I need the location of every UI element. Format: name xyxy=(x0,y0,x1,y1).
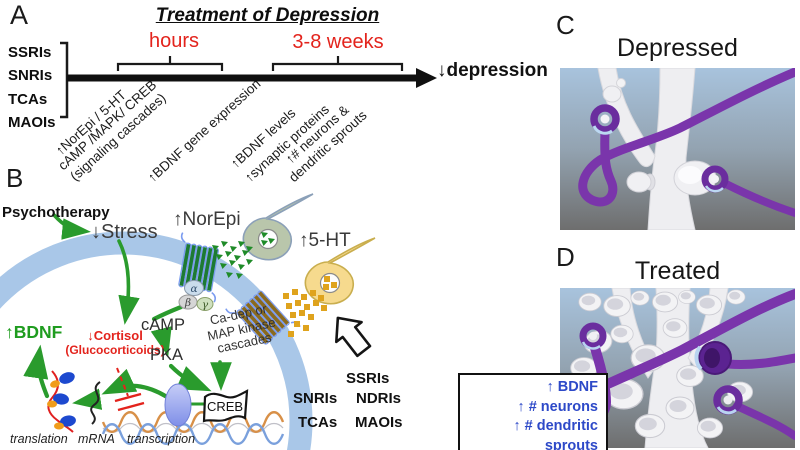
drug-class-item: SSRIs xyxy=(8,44,52,61)
cortisol-label: ↓Cortisol (Glucocorticoids) xyxy=(65,328,165,357)
serotonin-receptor-icon xyxy=(225,290,301,345)
drug-class-list-a: SSRIs SNRIs TCAs MAOIs xyxy=(8,41,56,134)
stress-label: ↓Stress xyxy=(91,221,158,243)
creb-label: CREB xyxy=(207,399,243,414)
panel-a-title: Treatment of Depression xyxy=(155,5,380,26)
serotonin-terminal-icon xyxy=(304,237,376,305)
synaptic-bouton-icon xyxy=(694,341,732,375)
treated-neuron-image xyxy=(560,288,795,448)
arrow-camp-to-pka-icon xyxy=(150,326,172,357)
synaptic-bouton-icon xyxy=(590,104,620,135)
cell-membrane xyxy=(0,231,313,450)
drug-class-bracket xyxy=(60,41,69,119)
dendritic-spine-icon xyxy=(602,78,626,103)
arrow-mrna-to-translation-icon xyxy=(72,388,103,410)
creb-banner: CREB xyxy=(202,389,249,423)
norepi-terminal-icon xyxy=(242,193,314,261)
g-beta-label: β xyxy=(184,297,191,309)
panel-c-label: C xyxy=(556,10,575,40)
arrow-transcription-to-mrna-icon xyxy=(101,368,170,400)
panel-d-title: Treated xyxy=(634,257,721,285)
rna-polymerase-icon xyxy=(164,383,192,427)
panel-c-title: Depressed xyxy=(617,34,738,62)
axon xyxy=(733,402,795,440)
psychotherapy-label: Psychotherapy xyxy=(2,204,110,221)
panel-d-label: D xyxy=(556,242,575,272)
annotation-line: ↑ # neurons xyxy=(517,398,598,415)
g-gamma-label: γ xyxy=(202,299,209,311)
hours-bracket xyxy=(116,56,224,71)
dna-helix-icon xyxy=(101,411,285,445)
panel-b-label: B xyxy=(6,163,24,193)
serotonin-label: ↑5-HT xyxy=(299,230,351,251)
treated-annotation-box: ↑ BDNF ↑ # neurons ↑ # dendritic sprouts xyxy=(458,373,608,450)
arrow-gprotein-to-camp-icon xyxy=(151,304,184,322)
g-protein-icon: α β γ xyxy=(178,280,214,311)
synaptic-bouton-icon xyxy=(713,385,743,415)
drug-class-item: SNRIs xyxy=(8,67,53,85)
drug-ssris-label: SSRIs xyxy=(346,370,390,387)
depressed-neuron-image xyxy=(560,68,795,230)
synaptic-bouton-icon xyxy=(579,322,607,350)
camp-label: cAMP xyxy=(141,316,186,334)
mrna-label: mRNA xyxy=(78,432,115,446)
drug-maois-label: MAOIs xyxy=(355,414,403,431)
timeline-arrowhead-icon xyxy=(416,68,437,88)
translation-label: translation xyxy=(10,432,68,446)
weeks-bracket xyxy=(271,56,404,71)
cortisol-inhibition-icon xyxy=(114,367,145,412)
axon xyxy=(722,180,795,217)
synaptic-bouton-icon xyxy=(701,165,729,193)
panel-a-timeline-graphics xyxy=(60,41,437,119)
drug-ndris-label: NDRIs xyxy=(356,390,402,407)
norepi-receptor-icon xyxy=(178,232,219,303)
axon xyxy=(578,68,795,207)
timescale-weeks: 3-8 weeks xyxy=(292,31,384,53)
timescale-hours: hours xyxy=(148,30,200,52)
pka-label: PKA xyxy=(150,346,184,364)
bdnf-label: ↑BDNF xyxy=(5,322,63,342)
drug-class-item: TCAs xyxy=(8,90,48,108)
mrna-squiggle-icon xyxy=(90,381,101,425)
g-alpha-label: α xyxy=(190,283,197,295)
arrow-translation-to-bdnf-icon xyxy=(23,344,50,399)
drug-snris-label: SNRIs xyxy=(293,390,338,407)
norepi-label: ↑NorEpi xyxy=(173,209,241,230)
transcription-label: transcription xyxy=(127,432,196,446)
translation-ribosomes-icon xyxy=(47,370,76,433)
drug-tcas-label: TCAs xyxy=(298,414,338,431)
outcome-label: ↓depression xyxy=(437,60,548,81)
dendritic-spine-icon xyxy=(626,171,656,193)
panel-a-label: A xyxy=(10,0,29,30)
drug-class-item: MAOIs xyxy=(8,113,56,131)
panel-b-cell-graphics: CREB α β γ xyxy=(0,193,376,450)
annotation-line: ↑ BDNF xyxy=(546,379,598,395)
annotation-line: ↑ # dendritic sprouts xyxy=(513,418,598,450)
arrow-psychotherapy-to-stress-icon xyxy=(52,213,91,240)
arrow-pka-to-creb-icon xyxy=(168,363,212,392)
arrow-cascade-to-creb-icon xyxy=(210,360,232,391)
arrow-stress-to-cortisol-icon xyxy=(117,239,140,325)
drug-action-block-arrow-icon xyxy=(335,316,372,358)
axon xyxy=(723,353,795,370)
green-arrows xyxy=(23,213,232,410)
